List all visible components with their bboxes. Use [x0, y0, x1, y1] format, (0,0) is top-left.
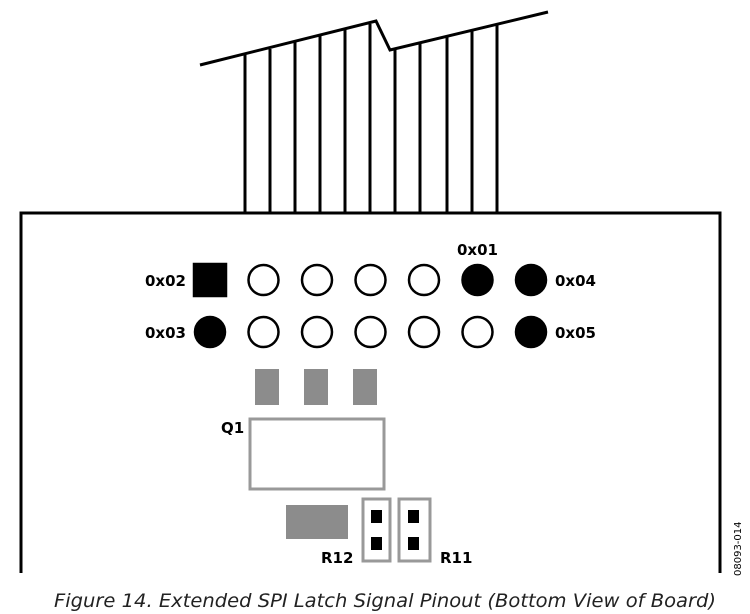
pin-label-bottom-right: 0x05: [555, 324, 596, 342]
r11-outline: [397, 497, 432, 563]
pin-header: [192, 262, 548, 349]
header-pin-r1c6: [461, 263, 494, 297]
header-pin-r1c2: [247, 263, 280, 297]
q1-label: Q1: [221, 419, 244, 437]
header-pin-r1c5: [407, 263, 441, 297]
q1-body: [248, 417, 386, 491]
r11-pad: [408, 510, 419, 523]
ribbon-cable: [199, 10, 549, 213]
resistor-r11: [397, 497, 432, 563]
header-pin-r2c1: [193, 315, 227, 349]
q1-pad: [353, 369, 377, 405]
cable-edge: [199, 10, 549, 67]
r11-pad: [408, 537, 419, 550]
figure-caption: Figure 14. Extended SPI Latch Signal Pin…: [54, 590, 716, 612]
header-pin-r2c7: [514, 315, 548, 349]
header-pin-r1c4: [354, 263, 387, 297]
header-pin-r2c2: [247, 315, 280, 349]
figure-id: 08093-014: [733, 521, 744, 576]
r12-outline: [361, 497, 392, 563]
transistor-q1: [248, 369, 386, 491]
pin-label-bottom-left: 0x03: [145, 324, 186, 342]
header-pin-r2c5: [407, 315, 441, 349]
header-pin-r1c3: [300, 263, 334, 297]
board-outline: [19, 211, 722, 573]
resistor-pad: [286, 505, 348, 539]
header-pin-r2c6: [461, 315, 494, 349]
r12-pad: [371, 537, 382, 550]
header-pin-r2c3: [300, 315, 334, 349]
q1-pad: [255, 369, 279, 405]
pin-label-top-left: 0x02: [145, 272, 186, 290]
r12-label: R12: [321, 549, 353, 567]
header-pin-r1c7: [514, 263, 548, 297]
r12-pad: [371, 510, 382, 523]
resistor-r12: [361, 497, 392, 563]
header-pin-r2c4: [354, 315, 387, 349]
pin-label-top-right: 0x04: [555, 272, 596, 290]
q1-pad: [304, 369, 328, 405]
r11-label: R11: [440, 549, 472, 567]
header-pin-r1c1: [192, 262, 228, 298]
pin-label-above: 0x01: [457, 241, 498, 259]
